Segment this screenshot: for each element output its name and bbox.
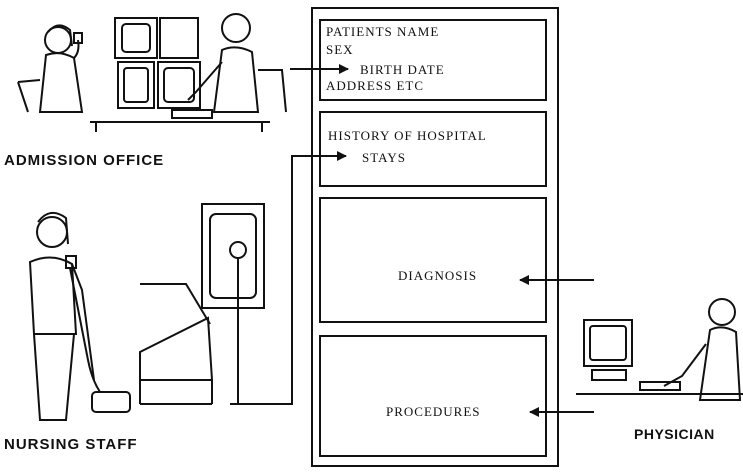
record-field-diagnosis: DIAGNOSIS (398, 268, 477, 283)
admission-office-illustration (18, 14, 286, 132)
record-section-history (320, 112, 546, 186)
record-section-procedures (320, 336, 546, 456)
record-field-sex: SEX (326, 42, 354, 57)
record-section-diagnosis (320, 198, 546, 322)
nursing-staff-illustration (30, 204, 264, 420)
admission-office-label: ADMISSION OFFICE (4, 152, 164, 169)
physician-illustration (576, 299, 743, 400)
record-field-procedures: PROCEDURES (386, 404, 481, 419)
record-field-address: ADDRESS ETC (326, 78, 424, 93)
record-field-birth-date: BIRTH DATE (360, 62, 445, 77)
record-field-stays: STAYS (362, 150, 406, 165)
record-field-history: HISTORY OF HOSPITAL (328, 128, 487, 143)
arrow-nursing-to-record (246, 156, 346, 404)
nursing-staff-label: NURSING STAFF (4, 436, 138, 453)
record-field-patients-name: PATIENTS NAME (326, 24, 439, 39)
physician-label: PHYSICIAN (634, 426, 715, 442)
